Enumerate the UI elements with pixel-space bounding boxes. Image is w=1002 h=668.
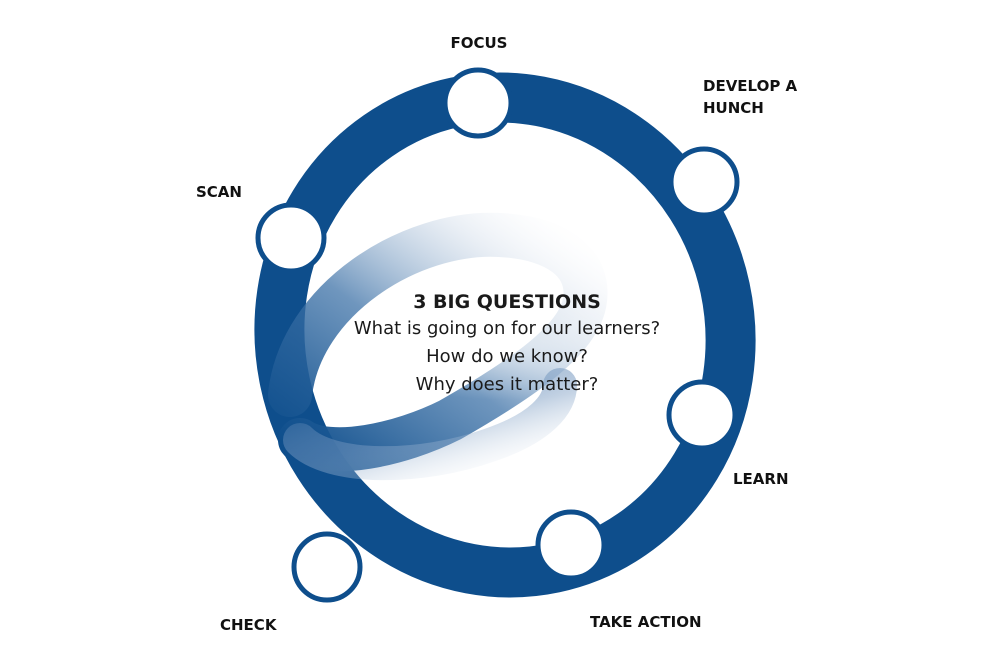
label-develop-a-hunch-line2: HUNCH — [703, 99, 764, 117]
center-text-backing — [355, 290, 655, 400]
center-question-3: Why does it matter? — [416, 374, 599, 395]
node-develop-a-hunch — [668, 146, 740, 218]
node-learn — [666, 379, 738, 451]
center-title: 3 BIG QUESTIONS — [413, 291, 601, 313]
label-learn: LEARN — [733, 470, 789, 488]
inner-twist-ribbon-lower — [283, 368, 577, 481]
center-question-2: How do we know? — [426, 346, 588, 367]
center-question-1: What is going on for our learners? — [354, 318, 660, 339]
node-focus — [442, 67, 514, 139]
label-focus: FOCUS — [451, 34, 508, 52]
label-check: CHECK — [220, 616, 278, 634]
node-check — [291, 531, 363, 603]
label-develop-a-hunch-line1: DEVELOP A — [703, 77, 798, 95]
label-take-action: TAKE ACTION — [590, 613, 702, 631]
label-scan: SCAN — [196, 183, 242, 201]
node-take-action — [535, 509, 607, 581]
inner-twist-ribbon — [268, 212, 608, 472]
node-scan — [255, 202, 327, 274]
